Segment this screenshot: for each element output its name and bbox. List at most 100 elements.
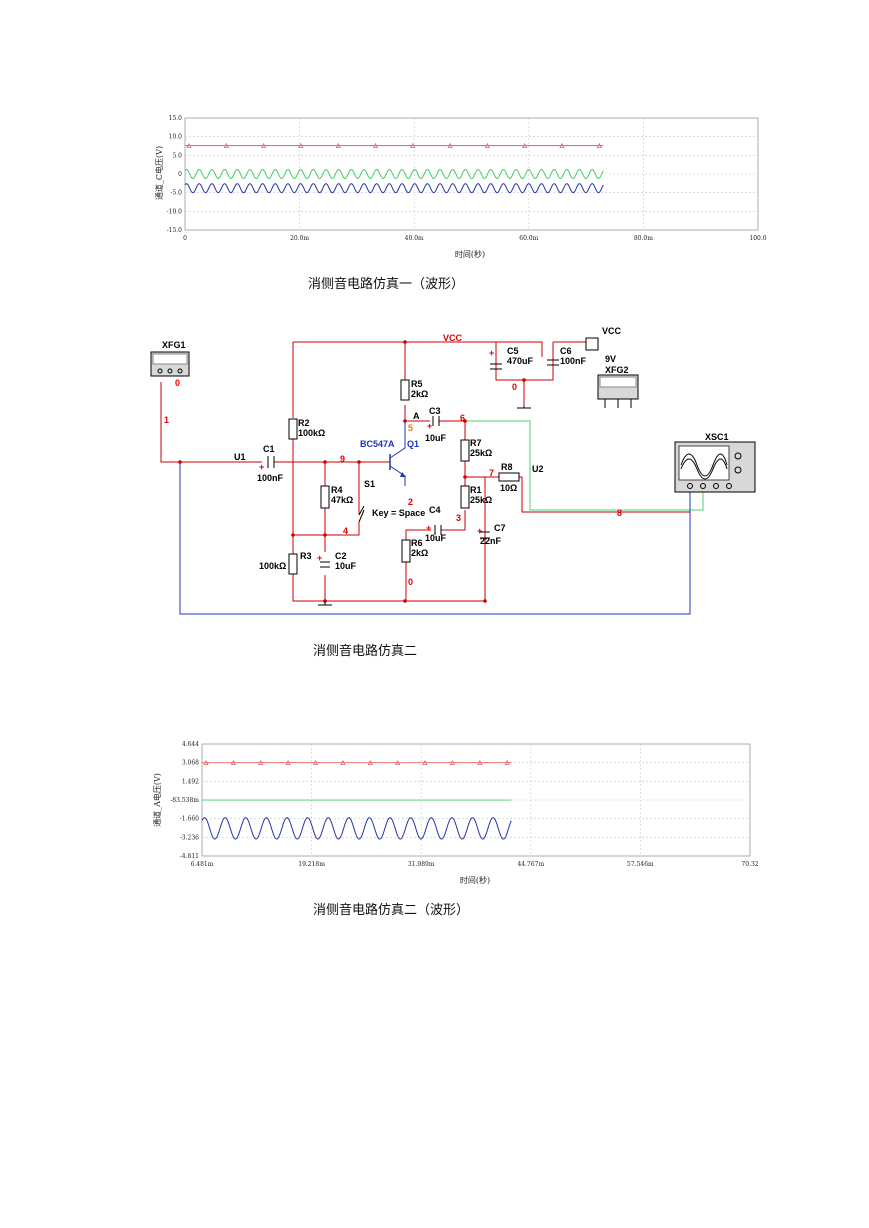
series-marker bbox=[484, 142, 490, 148]
resistor-r5[interactable] bbox=[400, 379, 410, 401]
capacitor-c1[interactable] bbox=[267, 456, 275, 468]
label-c7: C7 bbox=[494, 523, 506, 533]
label-r1: R1 bbox=[470, 485, 482, 495]
resistor-r8[interactable] bbox=[498, 472, 520, 482]
y-tick-label: 3.068 bbox=[182, 760, 199, 767]
capacitor-c4[interactable] bbox=[434, 525, 442, 535]
x-tick-label: 100.0 bbox=[749, 235, 766, 242]
series-marker bbox=[596, 142, 602, 148]
label-key: Key = Space bbox=[372, 508, 425, 518]
transistor-q1[interactable] bbox=[389, 421, 406, 486]
label-n5: 5 bbox=[408, 423, 413, 433]
circuit-schematic: XFG1 XFG2 XSC1 VCC 9V VCC bbox=[150, 326, 756, 615]
resistor-r7[interactable] bbox=[460, 439, 470, 462]
x-tick-label: 0 bbox=[183, 235, 187, 242]
x-tick-label: 80.0m bbox=[634, 235, 653, 242]
label-n6: 6 bbox=[460, 413, 465, 423]
caption-fig2: 消侧音电路仿真二 bbox=[313, 644, 418, 659]
label-n4: 4 bbox=[343, 526, 348, 536]
x-tick-label: 70.32 bbox=[741, 861, 758, 868]
label-r5: R5 bbox=[411, 379, 423, 389]
series-marker bbox=[372, 142, 379, 148]
label-c4: C4 bbox=[429, 505, 441, 515]
label-q1: Q1 bbox=[407, 439, 419, 449]
resistor-r4[interactable] bbox=[320, 485, 330, 509]
label-n3: 3 bbox=[456, 513, 461, 523]
series-marker bbox=[223, 142, 229, 148]
y-tick-label: 10.0 bbox=[169, 134, 183, 141]
capacitor-c5[interactable] bbox=[490, 363, 502, 370]
resistor-r6[interactable] bbox=[401, 539, 411, 563]
y-tick-label: 5.0 bbox=[172, 152, 182, 159]
label-r2: R2 bbox=[298, 418, 310, 428]
function-generator-xfg2[interactable] bbox=[597, 374, 639, 408]
label-n0c: 0 bbox=[408, 577, 413, 587]
series-marker bbox=[395, 759, 401, 765]
label-c2-plus: + bbox=[317, 553, 322, 563]
label-c4v: 10uF bbox=[425, 533, 447, 543]
oscilloscope-xsc1[interactable] bbox=[674, 441, 756, 493]
series-marker bbox=[335, 142, 341, 148]
resistor-r2[interactable] bbox=[288, 418, 298, 440]
series-wave-2 bbox=[201, 817, 512, 840]
function-generator-xfg1[interactable] bbox=[150, 351, 190, 377]
x-tick-label: 44.767m bbox=[517, 861, 544, 868]
capacitor-c2[interactable] bbox=[320, 561, 330, 568]
label-n0b: 0 bbox=[512, 382, 517, 392]
y-tick-label: -15.0 bbox=[167, 227, 183, 234]
resistor-r3[interactable] bbox=[288, 553, 298, 575]
y-tick-label: -4.811 bbox=[180, 853, 199, 860]
label-r3: R3 bbox=[300, 551, 312, 561]
label-c5: C5 bbox=[507, 346, 519, 356]
label-n2: 2 bbox=[408, 497, 413, 507]
label-s1: S1 bbox=[364, 479, 375, 489]
series-marker bbox=[422, 759, 428, 765]
series-marker bbox=[559, 142, 565, 148]
label-r7: R7 bbox=[470, 438, 482, 448]
series-marker bbox=[258, 759, 264, 765]
series-marker bbox=[447, 142, 453, 148]
y-tick-label: 0 bbox=[178, 171, 182, 178]
label-c7v: 22nF bbox=[480, 536, 502, 546]
label-r8v: 10Ω bbox=[500, 483, 517, 493]
label-c3: C3 bbox=[429, 406, 441, 416]
label-n8: 8 bbox=[617, 508, 622, 518]
label-c6: C6 bbox=[560, 346, 572, 356]
series-marker bbox=[410, 142, 416, 148]
y-tick-label: 4.644 bbox=[182, 741, 199, 748]
label-vcc-net: VCC bbox=[443, 333, 463, 343]
vcc-source bbox=[585, 337, 599, 351]
label-c5v: 470uF bbox=[507, 356, 534, 366]
switch-s1[interactable] bbox=[358, 505, 365, 523]
label-c7-plus: + bbox=[477, 526, 482, 536]
label-vcc-src: VCC bbox=[602, 326, 622, 336]
label-vcc-volt: 9V bbox=[605, 354, 616, 364]
label-r1v: 25kΩ bbox=[470, 495, 492, 505]
label-r8: R8 bbox=[501, 462, 513, 472]
resistor-r1[interactable] bbox=[460, 485, 470, 509]
capacitor-c3[interactable] bbox=[432, 416, 440, 426]
caption-fig1: 消侧音电路仿真一（波形） bbox=[308, 277, 465, 292]
label-c4-plus: + bbox=[426, 523, 431, 533]
series-marker bbox=[449, 759, 455, 765]
label-r3v: 100kΩ bbox=[259, 561, 286, 571]
label-r4: R4 bbox=[331, 485, 343, 495]
y-axis-label: 通道_A电压(V) bbox=[152, 773, 162, 827]
label-c1v: 100nF bbox=[257, 473, 284, 483]
series-marker bbox=[312, 759, 319, 765]
series-marker bbox=[261, 142, 267, 148]
y-tick-label: -10.0 bbox=[167, 208, 183, 215]
label-xfg1: XFG1 bbox=[162, 340, 186, 350]
x-tick-label: 60.0m bbox=[519, 235, 538, 242]
y-tick-label: -3.236 bbox=[180, 834, 199, 841]
y-axis-label: 通道_C电压(V) bbox=[154, 146, 164, 200]
label-r7v: 25kΩ bbox=[470, 448, 492, 458]
label-xfg2: XFG2 bbox=[605, 365, 629, 375]
capacitor-c7[interactable] bbox=[480, 531, 490, 539]
label-a: A bbox=[413, 411, 420, 421]
label-c1: C1 bbox=[263, 444, 275, 454]
capacitor-c6[interactable] bbox=[547, 359, 559, 366]
label-c6v: 100nF bbox=[560, 356, 587, 366]
